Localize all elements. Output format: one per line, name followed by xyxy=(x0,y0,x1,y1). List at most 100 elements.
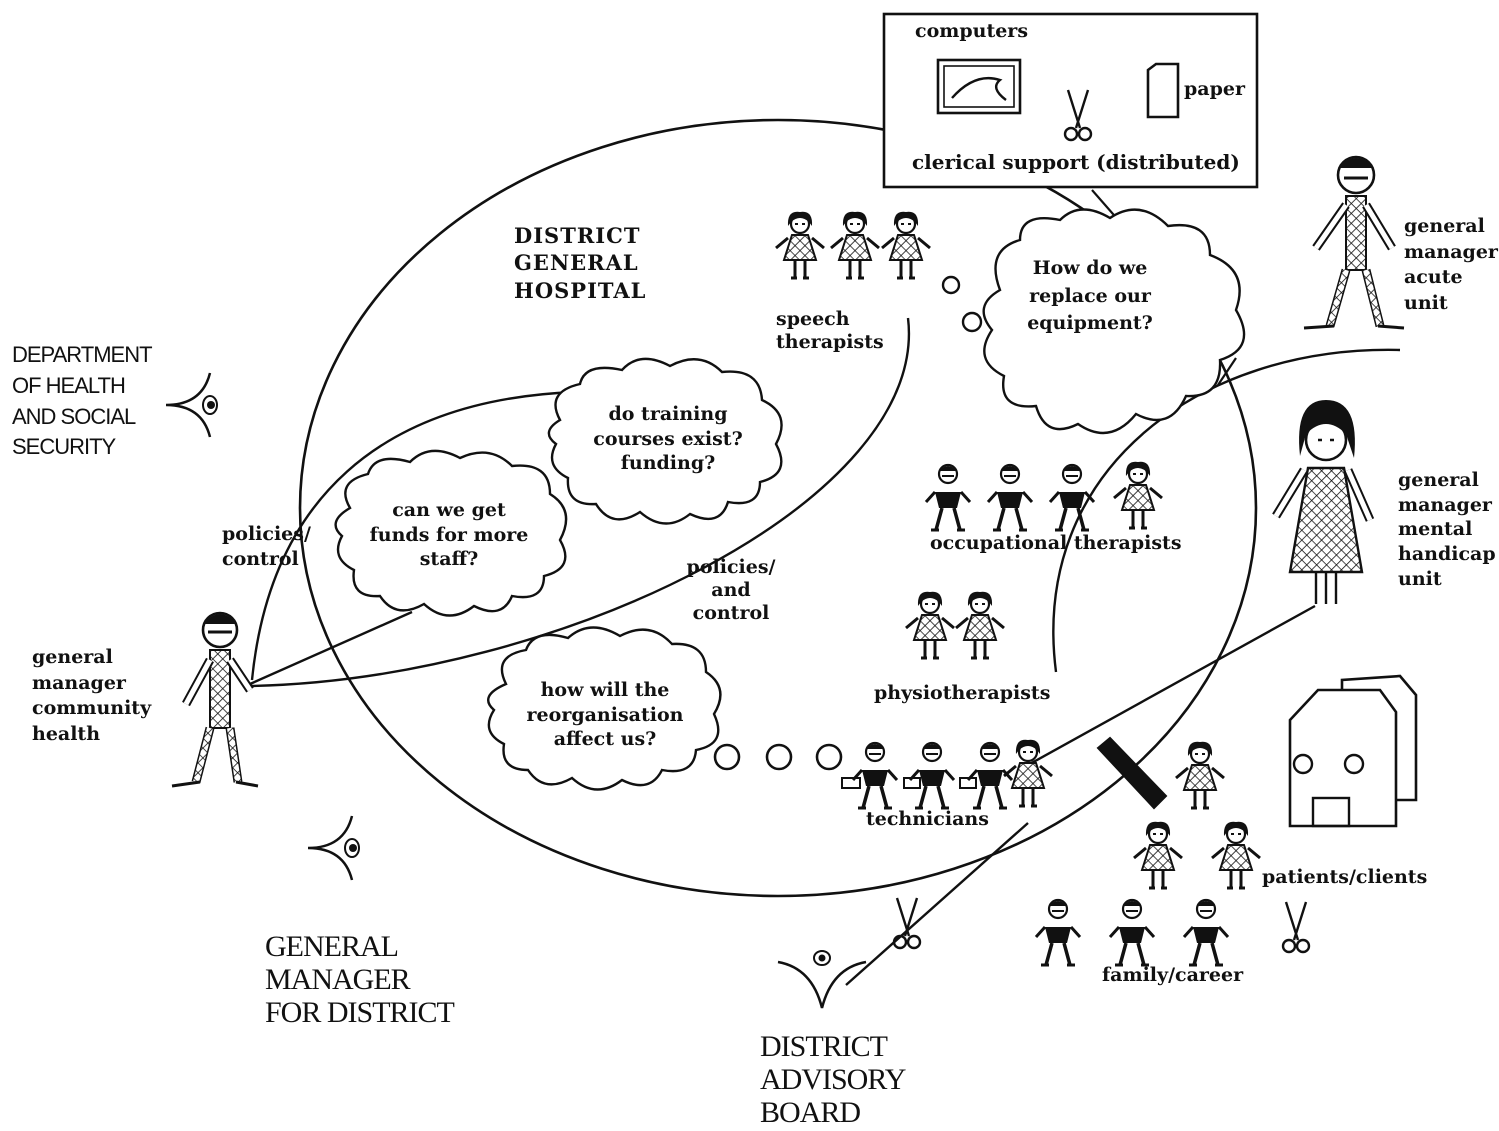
crutch-icon xyxy=(1096,736,1168,810)
training-thought-line: do training xyxy=(608,403,728,425)
community-manager-line: general xyxy=(32,646,113,668)
speech-therapists-group xyxy=(774,210,932,280)
physiotherapists-label: physiotherapists xyxy=(874,682,1051,704)
bubble-equipment xyxy=(982,208,1246,435)
thought-dot xyxy=(941,275,961,295)
funds-thought-line: can we get xyxy=(392,499,506,521)
physiotherapists-group xyxy=(904,590,1006,660)
community-manager-line: community xyxy=(32,697,152,720)
mental-manager-line: manager xyxy=(1398,493,1492,516)
community-manager-figure xyxy=(171,611,259,788)
scissors-icon xyxy=(1281,900,1311,954)
advisory-board-line: ADVISORY xyxy=(760,1063,906,1096)
acute-manager-line: acute xyxy=(1404,266,1463,289)
mental-manager-label: general manager mental handicap unit xyxy=(1398,468,1496,591)
training-thought: do training courses exist? funding? xyxy=(578,402,758,476)
advisory-board-line: DISTRICT xyxy=(760,1030,888,1063)
acute-manager-label: general manager acute unit xyxy=(1404,214,1498,317)
policies-control-line: policies/ xyxy=(222,523,311,545)
technicians-label: technicians xyxy=(866,808,989,830)
line-mental-to-technicians xyxy=(1027,604,1316,767)
hospital-title-line: HOSPITAL xyxy=(514,277,647,303)
gm-district-line: GENERAL xyxy=(265,930,399,963)
mental-manager-line: mental xyxy=(1398,518,1473,541)
training-thought-line: courses exist? xyxy=(593,427,743,450)
equipment-thought-line: How do we xyxy=(1032,257,1148,279)
speech-therapists-line: speech xyxy=(776,308,850,330)
thought-dot xyxy=(961,311,983,333)
computer-icon xyxy=(936,58,1022,115)
paper-label: paper xyxy=(1184,78,1245,100)
dhss-label-line: DEPARTMENT xyxy=(12,342,153,367)
line-advisory-to-technicians xyxy=(845,822,1029,986)
thought-dot xyxy=(713,743,741,771)
house-icon xyxy=(1288,674,1418,828)
advisory-board-eye-icon xyxy=(777,950,867,1009)
policies-control-line: control xyxy=(222,547,299,570)
dhss-label-line: SECURITY xyxy=(12,434,116,460)
speech-therapists-line: therapists xyxy=(776,330,884,353)
gm-district-line: MANAGER xyxy=(265,963,411,996)
curve-community-to-training xyxy=(250,390,576,681)
mental-manager-line: general xyxy=(1398,469,1479,491)
funds-thought-line: staff? xyxy=(419,548,479,571)
family-label: family/career xyxy=(1102,964,1244,986)
acute-manager-line: general xyxy=(1404,215,1485,237)
patients-group xyxy=(1132,740,1262,890)
curve-community-to-speech xyxy=(249,317,911,688)
policies-and-control-line: control xyxy=(692,601,770,624)
advisory-board-line: BOARD xyxy=(760,1096,861,1129)
reorg-thought-line: affect us? xyxy=(553,728,657,751)
policies-and-control-line: policies/ xyxy=(686,556,776,578)
policies-and-control-line: and xyxy=(711,578,751,601)
occupational-therapists-group xyxy=(924,460,1164,532)
mental-manager-line: handicap xyxy=(1398,543,1496,566)
policies-and-control-label: policies/ and control xyxy=(676,556,786,624)
funds-thought: can we get funds for more staff? xyxy=(354,498,544,572)
dhss-label-line: AND SOCIAL xyxy=(12,403,136,429)
gm-district-line: FOR DISTRICT xyxy=(265,996,455,1029)
equipment-thought: How do we replace our equipment? xyxy=(1020,255,1160,338)
community-manager-line: manager xyxy=(32,671,126,694)
equipment-thought-line: replace our xyxy=(1029,284,1151,307)
thought-dot xyxy=(815,743,843,771)
dhss-label: DEPARTMENT OF HEALTH AND SOCIAL SECURITY xyxy=(12,340,153,463)
paper-icon xyxy=(1146,62,1180,119)
dhss-label-line: OF HEALTH xyxy=(12,372,126,398)
bubble-training xyxy=(547,357,783,525)
reorg-thought-line: reorganisation xyxy=(526,703,684,726)
line-community-to-funds xyxy=(249,610,413,686)
reorg-thought: how will the reorganisation affect us? xyxy=(510,678,700,752)
line-equipment-to-acute xyxy=(1217,357,1237,386)
hospital-title-line: GENERAL xyxy=(514,250,639,276)
thought-dot xyxy=(765,743,793,771)
acute-manager-line: unit xyxy=(1404,291,1448,314)
acute-manager-figure xyxy=(1303,155,1405,330)
bubble-funds xyxy=(334,449,568,617)
clerical-support-label: clerical support (distributed) xyxy=(912,150,1240,174)
technicians-group xyxy=(841,738,1054,810)
occupational-therapists-label: occupational therapists xyxy=(930,532,1182,554)
community-manager-line: health xyxy=(32,722,101,745)
dhss-eye-icon xyxy=(164,371,219,439)
bubble-reorg xyxy=(487,626,722,791)
policies-control-label: policies/ control xyxy=(222,522,311,571)
mental-handicap-manager-figure xyxy=(1272,400,1375,604)
computers-label: computers xyxy=(915,20,1029,42)
patients-label: patients/clients xyxy=(1262,866,1428,888)
hospital-title-line: DISTRICT xyxy=(514,223,641,248)
reorg-thought-line: how will the xyxy=(540,679,670,701)
family-group xyxy=(1034,898,1230,967)
mental-manager-line: unit xyxy=(1398,567,1442,590)
funds-thought-line: funds for more xyxy=(369,523,529,546)
gm-district-label: GENERAL MANAGER FOR DISTRICT xyxy=(265,930,455,1029)
equipment-thought-line: equipment? xyxy=(1027,312,1153,335)
district-manager-eye-icon xyxy=(306,814,361,882)
community-manager-label: general manager community health xyxy=(32,645,151,748)
training-thought-line: funding? xyxy=(620,452,716,475)
hospital-title: DISTRICT GENERAL HOSPITAL xyxy=(514,222,646,304)
acute-manager-line: manager xyxy=(1404,240,1498,263)
hospital-boundary xyxy=(298,118,1258,898)
curve-acute-to-physio xyxy=(1052,348,1401,673)
